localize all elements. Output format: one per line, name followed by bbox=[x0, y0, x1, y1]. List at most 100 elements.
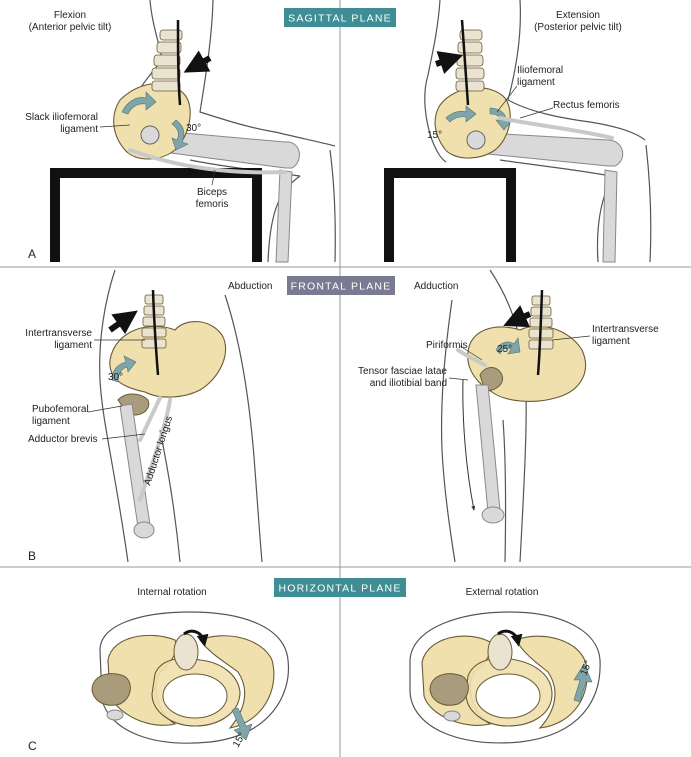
extension-lumbar-spine bbox=[455, 29, 485, 92]
flexion-chair bbox=[50, 168, 262, 262]
extension-femur bbox=[467, 131, 624, 167]
abduction-knee bbox=[133, 521, 155, 539]
pubofemoral-label-2: ligament bbox=[32, 416, 70, 427]
external-body-outline bbox=[409, 611, 601, 744]
tensor-fasciae-leader bbox=[448, 377, 469, 381]
flexion-tibia bbox=[275, 169, 293, 263]
extension-rectus-femoris bbox=[498, 116, 614, 140]
extension-teal-arrow-left bbox=[445, 105, 477, 123]
adduction-spine-line bbox=[536, 289, 544, 376]
flexion-black-arrow bbox=[183, 50, 212, 73]
pubofemoral-leader bbox=[87, 405, 123, 413]
external-right-ilium bbox=[515, 635, 588, 729]
abduction-inner-leg bbox=[159, 429, 181, 563]
rectus-femoris-label: Rectus femoris bbox=[553, 100, 620, 111]
abduction-black-arrow bbox=[108, 310, 138, 335]
biceps-femoris-label-1: Biceps bbox=[197, 187, 227, 198]
horizontal-plane-label: HORIZONTAL PLANE bbox=[278, 583, 401, 595]
internal-knee bbox=[106, 709, 124, 721]
internal-vertebra bbox=[173, 633, 199, 671]
abduction-spine-line bbox=[151, 289, 160, 376]
extension-front-outline bbox=[507, 0, 646, 141]
extension-thigh-under bbox=[499, 159, 611, 177]
internal-body-outline bbox=[99, 611, 290, 744]
intertransverse-left-label-2: ligament bbox=[54, 340, 92, 351]
extension-angle-label: 15° bbox=[427, 130, 442, 141]
flexion-leg-back bbox=[267, 175, 301, 263]
extension-subtitle: (Posterior pelvic tilt) bbox=[534, 22, 622, 33]
extension-black-arrow bbox=[435, 51, 464, 74]
slack-iliofemoral-label-1: Slack iliofemoral bbox=[25, 112, 98, 123]
slack-iliofemoral-leader bbox=[99, 124, 131, 128]
adductor-brevis-leader bbox=[101, 433, 146, 440]
flexion-teal-arrow-top bbox=[121, 91, 157, 115]
internal-pelvic-inlet bbox=[162, 673, 228, 719]
extension-spine-line bbox=[460, 19, 470, 106]
adduction-knee bbox=[481, 506, 505, 524]
tensor-fasciae-label-2: and iliotibial band bbox=[370, 378, 447, 389]
intertransverse-left-label-1: Intertransverse bbox=[25, 328, 92, 339]
adduction-left-outline bbox=[440, 299, 456, 563]
extension-chair bbox=[384, 168, 516, 262]
panel-c-letter: C bbox=[28, 739, 37, 753]
flexion-subtitle: (Anterior pelvic tilt) bbox=[29, 22, 112, 33]
pubofemoral-label-1: Pubofemoral bbox=[32, 404, 89, 415]
biceps-femoris-label-2: femoris bbox=[196, 199, 229, 210]
internal-black-rotation-arrow bbox=[183, 629, 209, 647]
adductor-brevis-muscle bbox=[138, 396, 162, 442]
flexion-angle-label: 30° bbox=[186, 123, 201, 134]
flexion-leg-front bbox=[329, 149, 336, 263]
abduction-angle-label: 30° bbox=[108, 372, 123, 383]
extension-tibia bbox=[602, 169, 618, 263]
adductor-longus-muscle bbox=[138, 398, 172, 502]
abduction-label: Abduction bbox=[228, 281, 272, 292]
panel-b-frontal: FRONTAL PLANE Abduction Adduction Intert… bbox=[25, 269, 659, 563]
intertransverse-right-label-2: ligament bbox=[592, 336, 630, 347]
panel-b-letter: B bbox=[28, 549, 36, 563]
flexion-front-outline bbox=[199, 0, 336, 147]
iliofemoral-label-1: Iliofemoral bbox=[517, 65, 563, 76]
intertransverse-right-leader bbox=[551, 335, 591, 341]
frontal-plane-label: FRONTAL PLANE bbox=[291, 281, 392, 293]
piriformis-leader bbox=[459, 345, 483, 361]
abduction-right-outline bbox=[224, 294, 263, 563]
adduction-black-arrow bbox=[503, 305, 532, 328]
extension-title: Extension bbox=[556, 10, 600, 21]
extension-leg-front bbox=[645, 144, 652, 263]
external-pelvic-inlet bbox=[475, 673, 541, 719]
sagittal-plane-label: SAGITTAL PLANE bbox=[288, 13, 392, 25]
external-rotation-label: External rotation bbox=[466, 587, 539, 598]
internal-rotation-label: Internal rotation bbox=[137, 587, 207, 598]
adduction-inner-leg bbox=[502, 419, 507, 563]
panel-a-sagittal: SAGITTAL PLANE Flexion (Anterio bbox=[25, 0, 396, 263]
slack-iliofemoral-label-2: ligament bbox=[60, 124, 98, 135]
panel-a-letter: A bbox=[28, 247, 36, 261]
internal-femur-section bbox=[91, 673, 131, 706]
adduction-label: Adduction bbox=[414, 281, 458, 292]
abduction-left-outline bbox=[99, 269, 129, 563]
flexion-femoral-head bbox=[140, 125, 160, 145]
flexion-biceps-femoris bbox=[128, 148, 287, 175]
tensor-fasciae-label-1: Tensor fasciae latae bbox=[358, 366, 447, 377]
abduction-teal-arrow bbox=[111, 355, 137, 383]
adduction-angle-label: 25° bbox=[497, 344, 512, 355]
abduction-femur bbox=[119, 403, 151, 528]
internal-teal-arrow bbox=[231, 707, 253, 741]
external-angle-label: 15° bbox=[579, 659, 595, 677]
panel-a-extension: Extension (Posterior pelvic tilt) Iliofe… bbox=[384, 0, 652, 263]
adduction-teal-arrow bbox=[495, 337, 521, 355]
extension-back-outline bbox=[424, 0, 447, 163]
panel-c-horizontal: HORIZONTAL PLANE Internal rotation Exter… bbox=[28, 578, 601, 753]
horizontal-plane-badge bbox=[274, 578, 406, 597]
flexion-title: Flexion bbox=[54, 10, 86, 21]
external-black-rotation-arrow bbox=[497, 629, 523, 647]
rectus-femoris-leader bbox=[519, 107, 554, 119]
flexion-femur bbox=[147, 129, 300, 169]
intertransverse-right-label-1: Intertransverse bbox=[592, 324, 659, 335]
sagittal-plane-badge bbox=[284, 8, 396, 27]
biceps-femoris-leader bbox=[211, 169, 216, 186]
iliotibial-band-arrow bbox=[462, 379, 476, 511]
external-knee bbox=[443, 710, 461, 722]
external-vertebra bbox=[487, 633, 513, 671]
